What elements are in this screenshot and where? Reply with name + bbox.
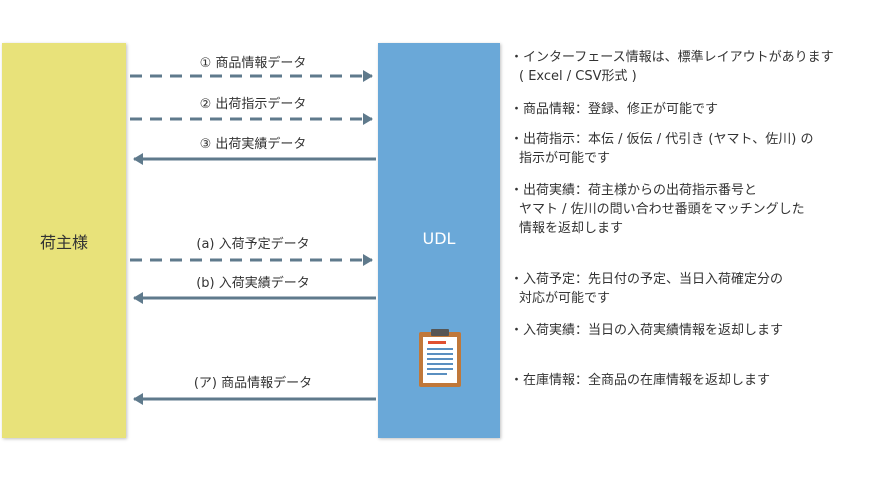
note-line: ・インターフェース情報は、標準レイアウトがあります [510, 50, 834, 65]
note-product-info: ・商品情報：登録、修正が可能です [510, 100, 880, 119]
note-line: 指示が可能です [519, 151, 611, 166]
udl-box: UDL [378, 43, 500, 438]
note-line: 情報を返却します [519, 221, 624, 236]
shipper-box: 荷主様 [2, 43, 126, 438]
arrow-label-receiving-plan: (a) 入荷予定データ [196, 237, 310, 252]
note-line: 対応が可能です [519, 291, 611, 306]
arrow-label-shipping-result: ③ 出荷実績データ [199, 137, 307, 152]
arrow-label-product-info: ① 商品情報データ [199, 56, 307, 71]
note-line: ・出荷指示：本伝 / 仮伝 / 代引き (ヤマト、佐川) の [510, 132, 814, 147]
arrow-label-product-info-return: (ア) 商品情報データ [193, 376, 313, 391]
shipper-label: 荷主様 [39, 232, 88, 252]
note-receiving-result: ・入荷実績：当日の入荷実績情報を返却します [510, 321, 880, 340]
note-line: ・入荷実績：当日の入荷実績情報を返却します [510, 323, 784, 338]
note-line: ・商品情報：登録、修正が可能です [510, 102, 719, 117]
note-interface: ・インターフェース情報は、標準レイアウトがあります ( Excel / CSV形… [510, 48, 880, 86]
note-line: ヤマト / 佐川の問い合わせ番頭をマッチングした [519, 202, 805, 217]
note-shipping-result: ・出荷実績：荷主様からの出荷指示番号と ヤマト / 佐川の問い合わせ番頭をマッチ… [510, 181, 880, 238]
clipboard-document-icon [419, 329, 461, 387]
note-line: ・入荷予定：先日付の予定、当日入荷確定分の [510, 272, 784, 287]
note-line: ( Excel / CSV形式 ) [519, 69, 637, 84]
arrow-label-shipping-instruction: ② 出荷指示データ [199, 97, 307, 112]
note-line: ・在庫情報：全商品の在庫情報を返却します [510, 373, 771, 388]
note-receiving-plan: ・入荷予定：先日付の予定、当日入荷確定分の 対応が可能です [510, 270, 880, 308]
note-shipping-instruction: ・出荷指示：本伝 / 仮伝 / 代引き (ヤマト、佐川) の 指示が可能です [510, 130, 880, 168]
arrow-label-receiving-result: (b) 入荷実績データ [196, 276, 310, 291]
note-line: ・出荷実績：荷主様からの出荷指示番号と [510, 183, 758, 198]
udl-label: UDL [422, 229, 456, 248]
note-inventory: ・在庫情報：全商品の在庫情報を返却します [510, 371, 880, 390]
